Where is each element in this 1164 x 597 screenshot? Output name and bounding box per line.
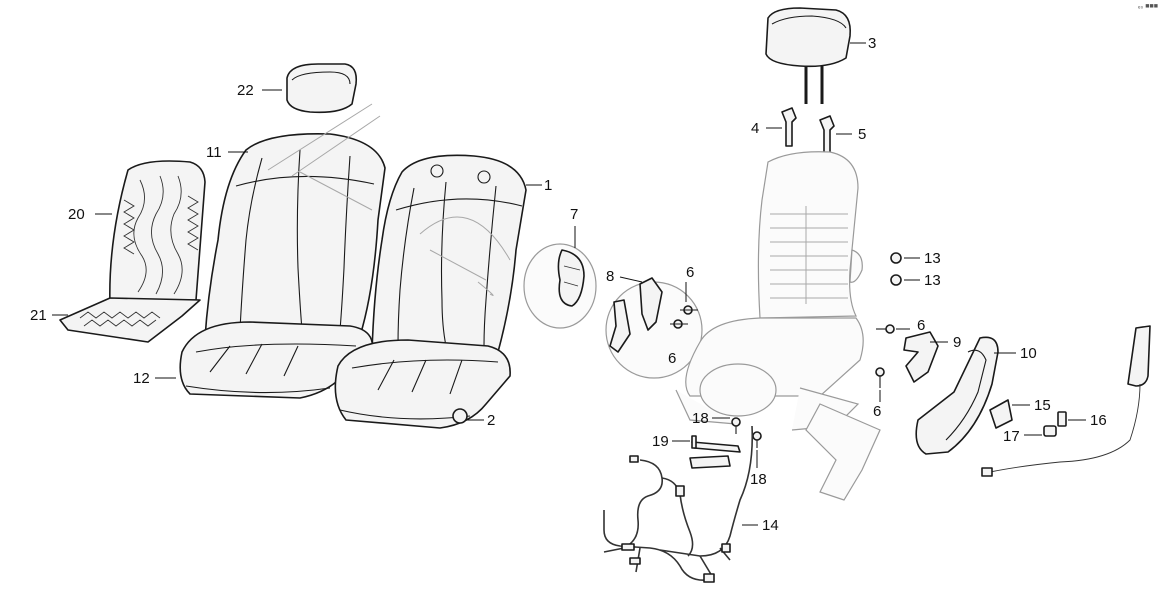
lumbar-cable-assembly	[981, 325, 1151, 477]
part-14-wiring-harness	[603, 425, 758, 583]
part-6-screw	[876, 324, 910, 334]
part-16-knob	[1057, 411, 1086, 427]
part-18-clip	[712, 417, 741, 434]
callout-12: 12	[133, 370, 150, 387]
callout-20: 20	[68, 206, 85, 223]
callout-11: 11	[206, 144, 222, 161]
part-7-clip	[523, 226, 597, 329]
callout-18a: 18	[692, 410, 709, 427]
callout-14: 14	[762, 517, 779, 534]
callout-6a: 6	[686, 264, 695, 281]
callout-22: 22	[237, 82, 254, 99]
callout-9: 9	[953, 334, 962, 351]
part-17-knob	[1024, 425, 1057, 437]
callout-13b: 13	[924, 272, 941, 289]
callout-6d: 6	[873, 403, 882, 420]
part-1-trim-cover	[371, 154, 542, 353]
part-5-headrest-guide	[819, 115, 852, 155]
part-8-bracket	[605, 276, 703, 379]
callout-15: 15	[1034, 397, 1051, 414]
part-3-headrest	[765, 7, 866, 104]
part-13-nut	[890, 252, 920, 264]
callout-3: 3	[868, 35, 877, 52]
callout-16: 16	[1090, 412, 1107, 429]
part-22-headrest-cover	[262, 63, 358, 114]
part-4-headrest-guide	[766, 107, 797, 147]
callout-7: 7	[570, 206, 579, 223]
callout-19: 19	[652, 433, 669, 450]
callout-21: 21	[30, 307, 47, 324]
callout-17: 17	[1003, 428, 1020, 445]
part-15-switch	[989, 399, 1030, 429]
part-10-side-trim	[915, 336, 1016, 455]
callout-18b: 18	[750, 471, 767, 488]
seat-frame	[675, 151, 881, 501]
callout-6c: 6	[917, 317, 926, 334]
callout-8: 8	[606, 268, 615, 285]
callout-10: 10	[1020, 345, 1037, 362]
part-20-backrest-pad	[95, 160, 206, 307]
part-19-bracket	[672, 435, 741, 453]
part-2-seat-cushion	[334, 339, 511, 429]
callout-13a: 13	[924, 250, 941, 267]
callout-1: 1	[544, 177, 553, 194]
callout-5: 5	[858, 126, 867, 143]
callout-2: 2	[487, 412, 496, 429]
callout-4: 4	[751, 120, 760, 137]
part-18-clip	[752, 431, 762, 468]
part-21-seat-pad	[52, 297, 201, 343]
part-6-screw	[875, 367, 885, 402]
corner-reference-mark: ₑ₀ ■■■	[1137, 3, 1158, 10]
part-9-bracket	[903, 331, 948, 383]
part-11-backrest-cover	[204, 103, 386, 339]
callout-6b: 6	[668, 350, 677, 367]
part-13-nut	[890, 274, 920, 286]
control-module	[689, 455, 731, 469]
